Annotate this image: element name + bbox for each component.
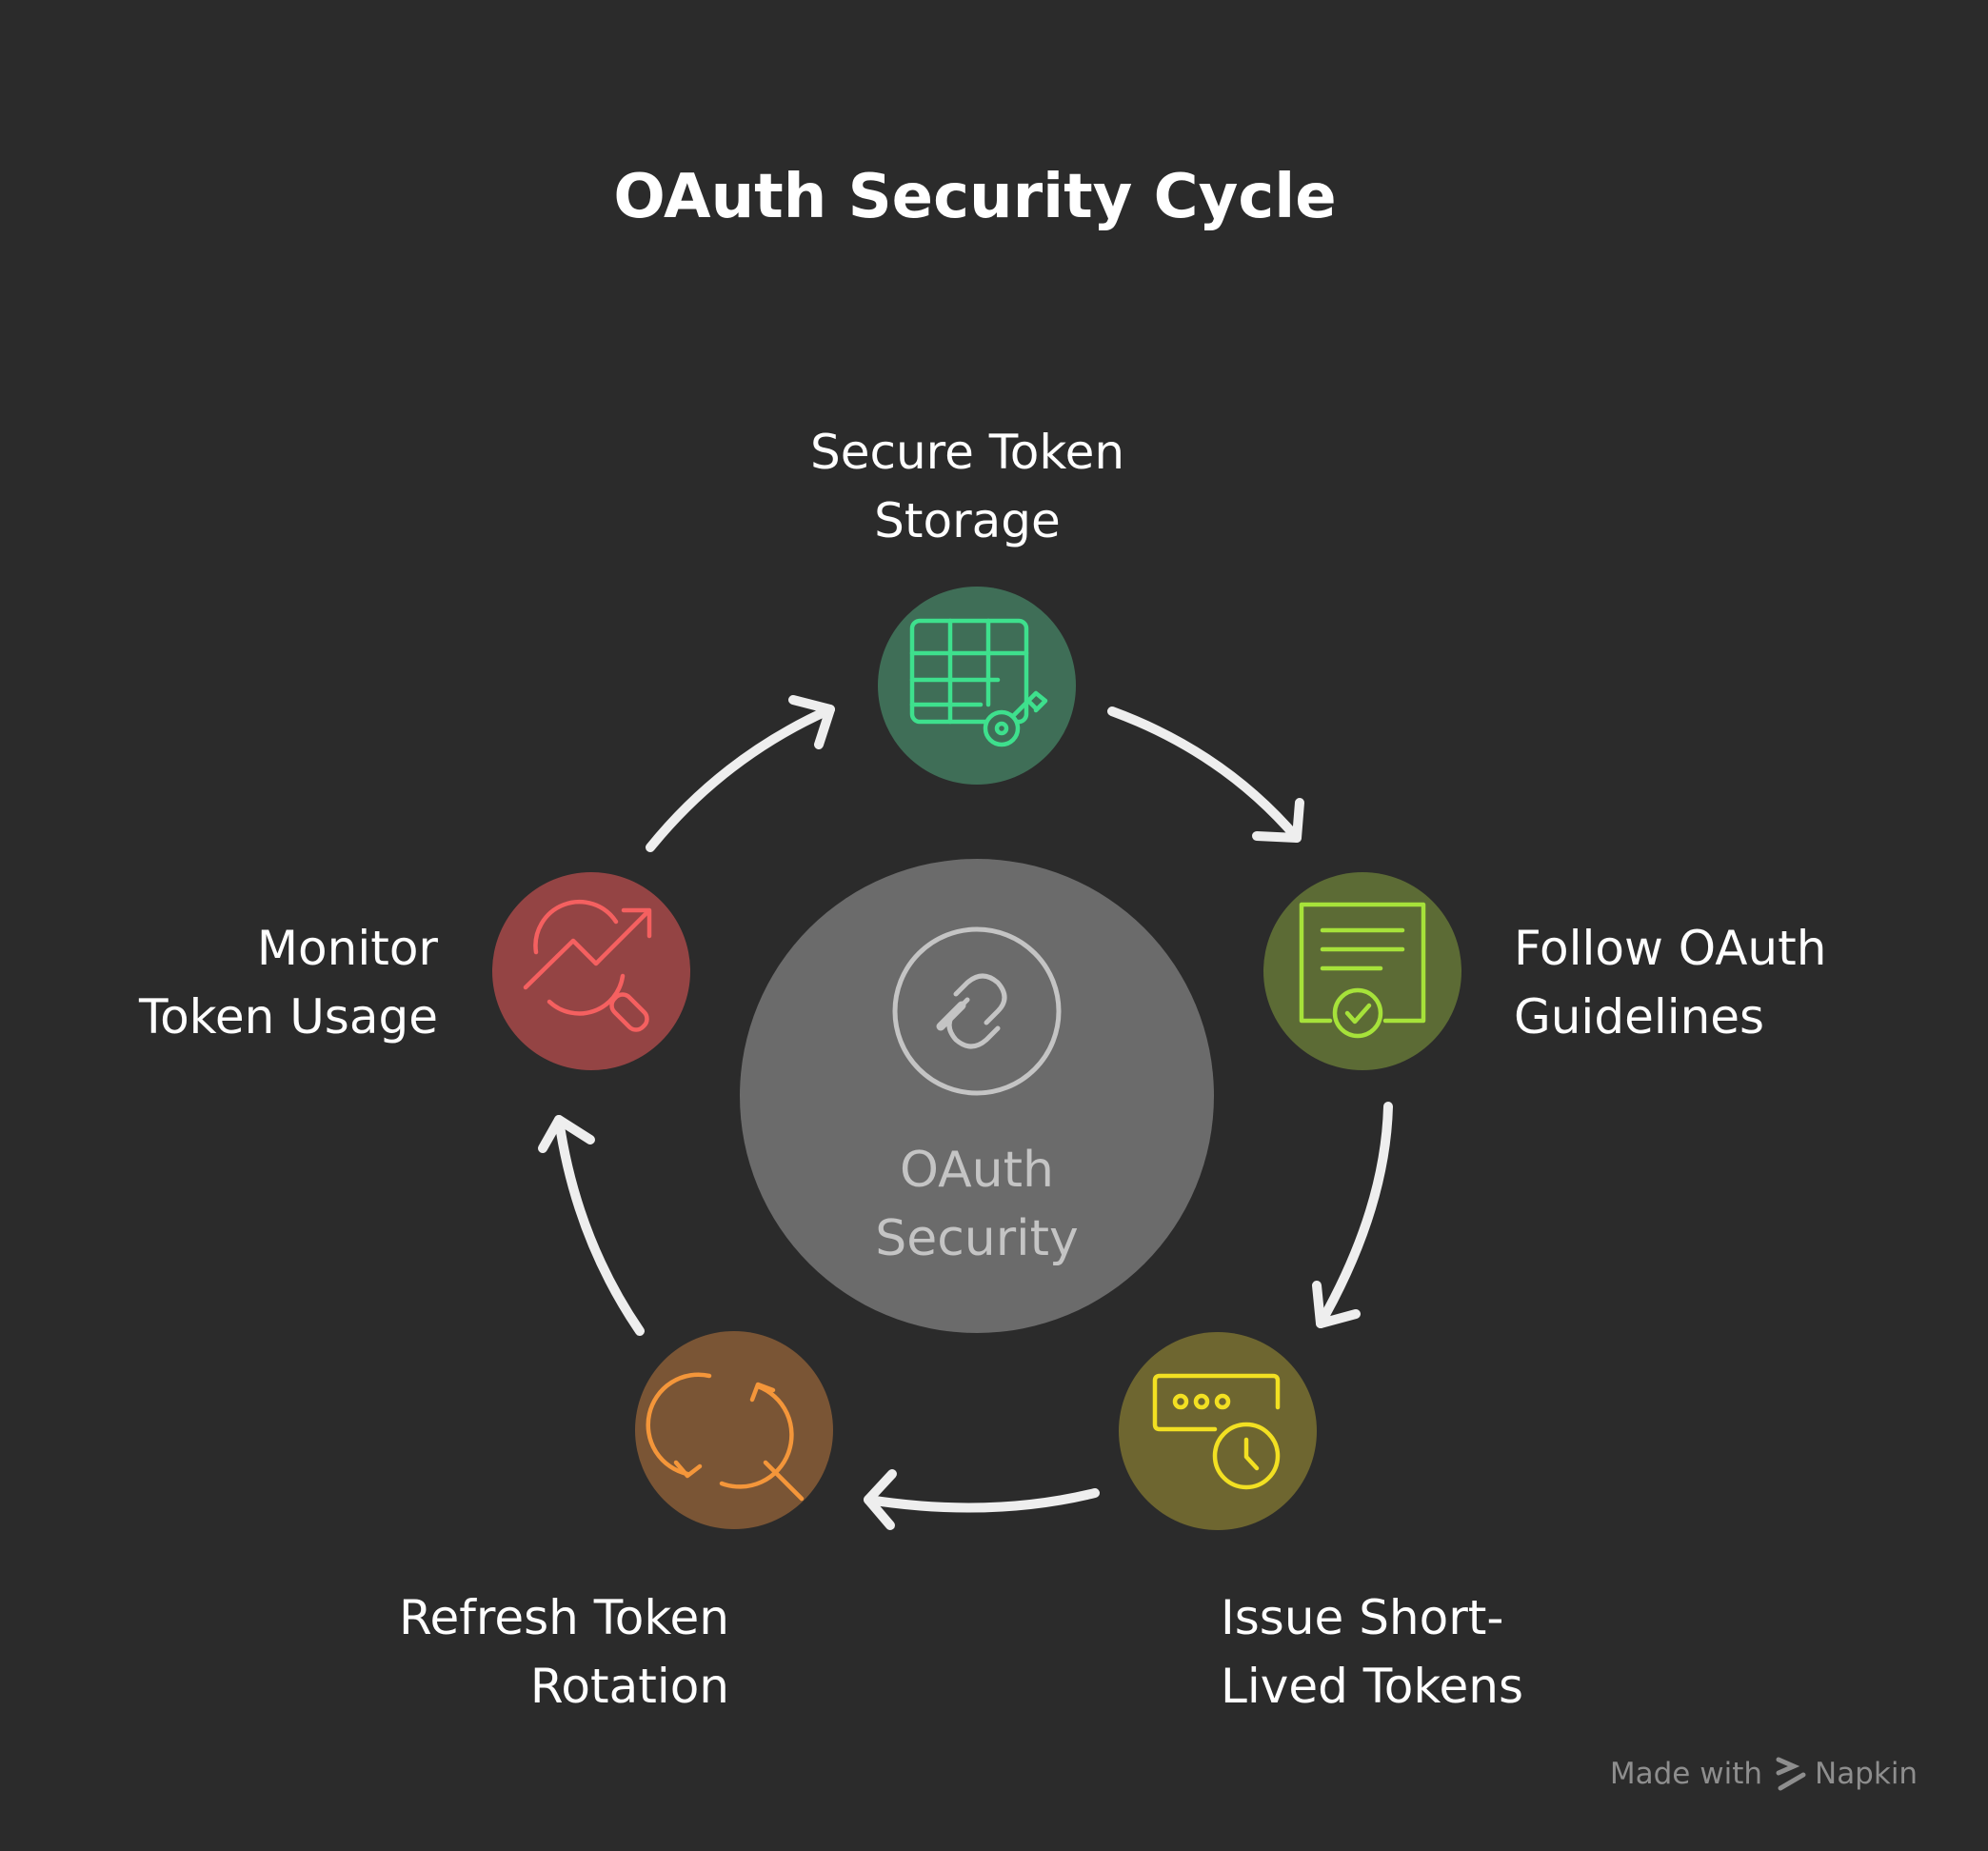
link-icon bbox=[892, 926, 1062, 1096]
arrow-issue-to-refresh bbox=[864, 1469, 1100, 1530]
diagram-title: OAuth Security Cycle bbox=[613, 162, 1336, 232]
step-label-line-1: Issue Short- bbox=[1221, 1590, 1503, 1645]
step-refresh-token-rotation: Refresh Token Rotation bbox=[399, 1331, 833, 1714]
center-node: OAuth Security bbox=[740, 859, 1214, 1333]
step-label-line-1: Refresh Token bbox=[399, 1590, 729, 1645]
step-label-line-2: Rotation bbox=[530, 1659, 729, 1714]
certificate-check-icon bbox=[1299, 902, 1426, 1039]
step-label-line-2: Storage bbox=[874, 493, 1061, 548]
refresh-search-icon bbox=[646, 1372, 805, 1502]
step-secure-token-storage: Secure Token Storage bbox=[810, 425, 1124, 785]
arrow-refresh-to-monitor bbox=[538, 1115, 645, 1336]
step-label-line-1: Secure Token bbox=[810, 425, 1124, 480]
arrow-monitor-to-storage bbox=[646, 695, 835, 852]
step-issue-short-lived-tokens: Issue Short- Lived Tokens bbox=[1119, 1332, 1523, 1714]
trend-magnifier-icon bbox=[523, 899, 652, 1032]
cycle-arrows bbox=[538, 695, 1393, 1530]
center-label-line-1: OAuth bbox=[900, 1142, 1054, 1199]
step-label-line-1: Follow OAuth bbox=[1514, 921, 1826, 976]
step-follow-oauth-guidelines: Follow OAuth Guidelines bbox=[1263, 872, 1826, 1070]
napkin-watermark: Made with Napkin bbox=[1610, 1757, 1918, 1791]
arrow-guidelines-to-issue bbox=[1312, 1102, 1393, 1328]
table-key-icon bbox=[909, 618, 1048, 747]
step-circle bbox=[1119, 1332, 1317, 1530]
center-label-line-2: Security bbox=[875, 1210, 1079, 1267]
step-label-line-2: Guidelines bbox=[1514, 989, 1764, 1045]
step-label-line-1: Monitor bbox=[257, 921, 439, 976]
step-circle bbox=[878, 587, 1076, 785]
step-label-line-2: Lived Tokens bbox=[1221, 1659, 1523, 1714]
step-circle bbox=[1263, 872, 1461, 1070]
napkin-logo-icon bbox=[1776, 1757, 1806, 1791]
step-label-line-2: Token Usage bbox=[138, 989, 438, 1045]
arrow-storage-to-guidelines bbox=[1107, 707, 1304, 843]
password-clock-icon bbox=[1152, 1373, 1281, 1490]
footer-prefix: Made with bbox=[1610, 1757, 1762, 1791]
center-circle bbox=[740, 859, 1214, 1333]
step-monitor-token-usage: Monitor Token Usage bbox=[138, 872, 690, 1070]
footer-brand: Napkin bbox=[1815, 1757, 1918, 1791]
